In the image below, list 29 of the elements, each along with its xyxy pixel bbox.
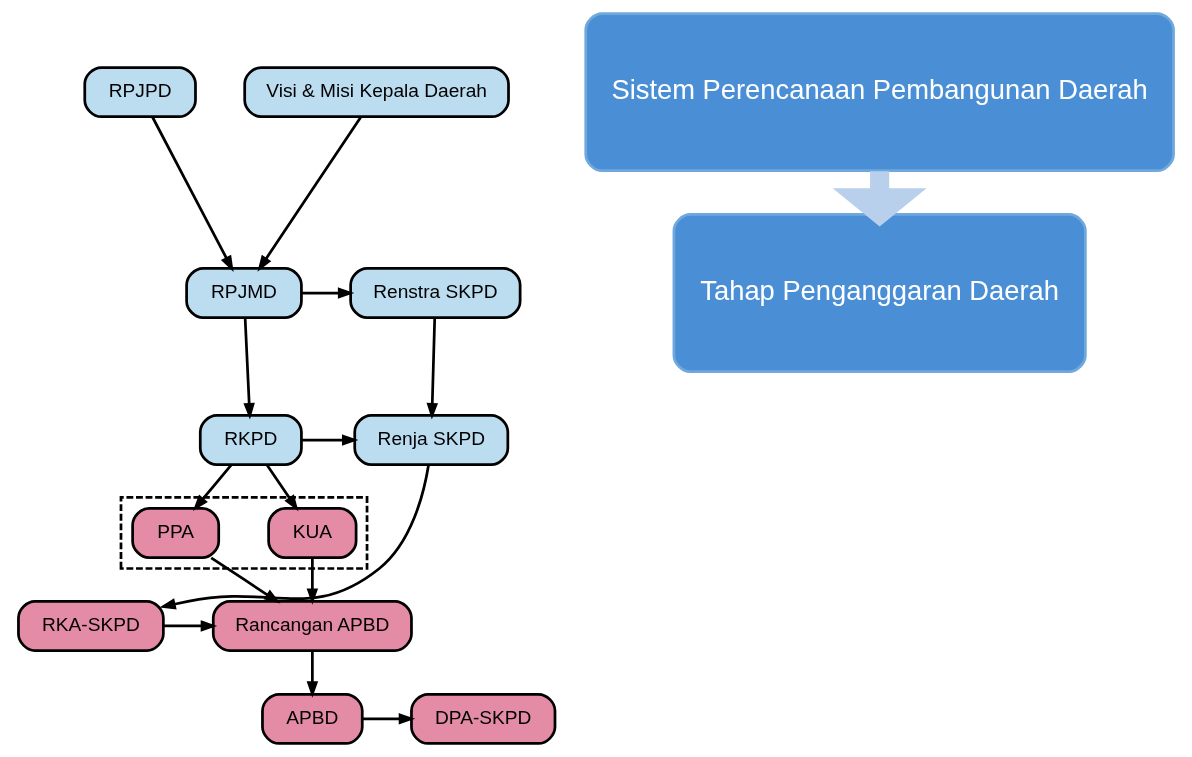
node-box: RKPD: [198, 414, 303, 466]
arrow: [192, 464, 233, 511]
arrow: [832, 171, 927, 227]
node-box: RPJPD: [83, 66, 197, 119]
arrow: [306, 651, 319, 698]
node-box: PPA: [131, 507, 221, 559]
node-box: KUA: [267, 507, 358, 559]
node-box: DPA-SKPD: [410, 692, 557, 745]
node-box: Renstra SKPD: [349, 267, 522, 320]
node-box: Renja SKPD: [353, 414, 510, 466]
arrow: [151, 116, 234, 272]
arrow: [362, 713, 416, 725]
arrow: [426, 318, 439, 420]
node-box: Tahap Penganggaran Daerah: [672, 213, 1087, 374]
arrow: [301, 287, 355, 299]
node-box: RPJMD: [185, 267, 303, 320]
arrow: [159, 464, 430, 610]
arrow: [163, 620, 218, 632]
arrow: [265, 464, 299, 512]
node-box: Rancangan APBD: [211, 599, 413, 652]
arrow: [306, 558, 319, 605]
node-box: APBD: [261, 692, 364, 745]
arrow: [243, 318, 255, 420]
arrow: [301, 434, 359, 446]
node-box: Sistem Perencanaan Pembangunan Daerah: [584, 12, 1175, 173]
arrow: [210, 556, 281, 604]
node-box: Visi & Misi Kepala Daerah: [243, 66, 510, 119]
arrow: [257, 116, 362, 272]
node-box: RKA-SKPD: [17, 599, 165, 652]
